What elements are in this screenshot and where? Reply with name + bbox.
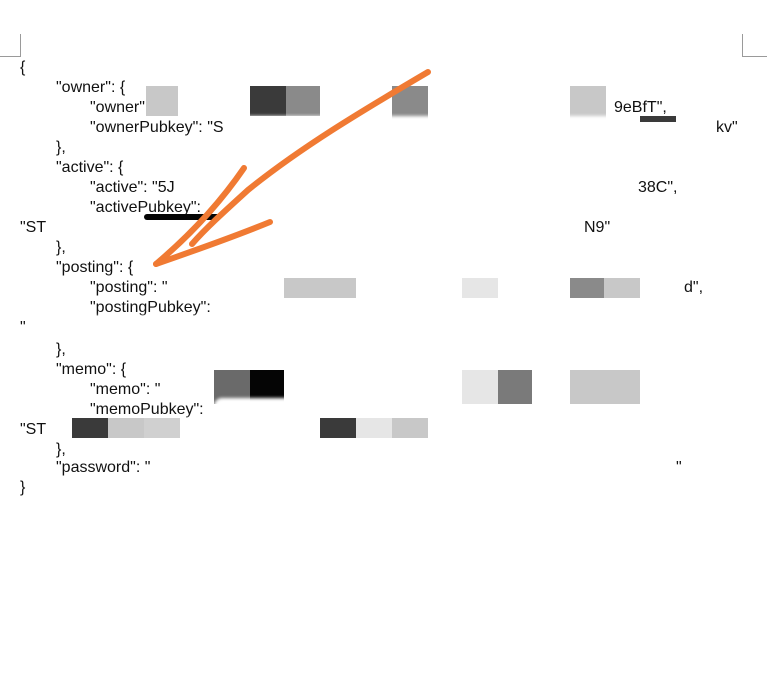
posting-close: }, [56,341,66,358]
active-pubkey-value-start: "ST [20,219,47,236]
posting-posting-start: "posting": " [90,279,168,296]
redaction-block [320,278,356,298]
posting-pubkey-label: "postingPubkey": [90,299,211,316]
redaction-block [250,86,286,116]
owner-pubkey-end: kv" [716,119,738,136]
owner-owner-end: 9eBfT", [614,99,667,116]
redaction-overlay [34,86,676,478]
redaction-block [570,278,604,298]
json-code-block: { "owner": { "owner": " 9eBfT", "ownerPu… [20,59,738,496]
active-active-end: 38C", [638,179,678,196]
redaction-block [144,214,220,220]
redaction-smear [34,316,554,338]
redaction-block [284,278,320,298]
memo-memo-start: "memo": " [90,381,161,398]
owner-key: "owner": { [56,79,126,96]
redaction-block [604,278,640,298]
memo-pubkey-value-start: "ST [20,421,47,438]
posting-key: "posting": { [56,259,134,276]
memo-close: }, [56,441,66,458]
owner-close: }, [56,139,66,156]
json-open-brace: { [20,59,26,76]
redaction-block [144,418,180,438]
crop-mark-top-right [742,34,767,57]
active-pubkey-value-end: N9" [584,219,611,236]
document-page: { "owner": { "owner": " 9eBfT", "ownerPu… [0,34,767,496]
redaction-block [108,418,144,438]
password-start: "password": " [56,459,151,476]
redaction-block [146,86,178,116]
redaction-smear [214,398,424,418]
redaction-block [392,86,428,120]
redaction-block [498,370,532,404]
active-close: }, [56,239,66,256]
redaction-block [462,278,498,298]
memo-key: "memo": { [56,361,127,378]
posting-pubkey-value-start: " [20,319,26,336]
redaction-block [570,370,640,404]
posting-posting-end: d", [684,279,704,296]
redaction-block [640,116,676,122]
redaction-smear [60,216,582,238]
redaction-block [462,370,498,404]
redaction-block [356,418,392,438]
memo-pubkey-label: "memoPubkey": [90,401,204,418]
redaction-smear [162,456,674,478]
crop-mark-top-left [0,34,21,57]
redaction-block [570,86,606,120]
json-close-brace: } [20,479,26,496]
redaction-block [392,418,428,438]
redaction-block [320,418,356,438]
redaction-block [72,418,108,438]
redaction-block [286,86,320,116]
password-end: " [676,459,682,476]
active-key: "active": { [56,159,124,176]
redaction-smear [230,176,636,198]
redaction-smear [150,96,612,118]
